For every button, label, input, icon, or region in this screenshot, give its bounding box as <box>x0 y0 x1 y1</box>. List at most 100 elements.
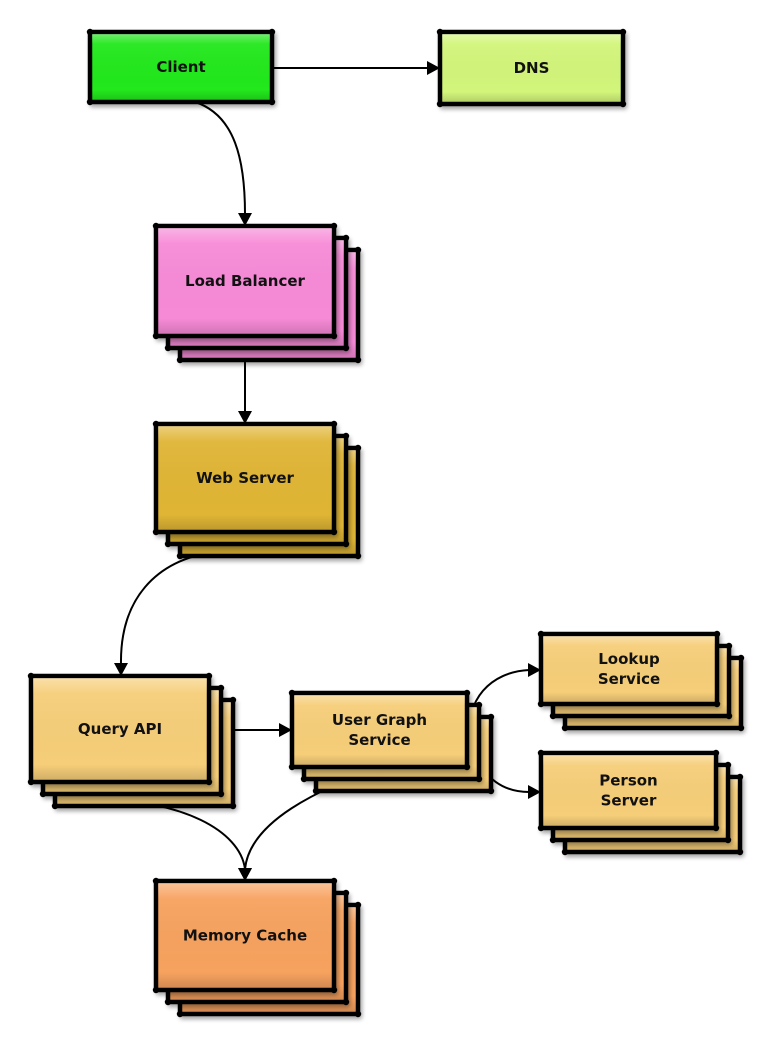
arrowhead-icon <box>238 411 252 424</box>
corner-dot <box>86 98 94 106</box>
edge-query-api-to-user-graph-service <box>233 723 292 737</box>
corner-dot <box>27 672 35 680</box>
corner-dot <box>487 713 495 721</box>
corner-dot <box>39 790 47 798</box>
corner-dot <box>312 787 320 795</box>
corner-dot <box>487 787 495 795</box>
corner-dot <box>712 749 720 757</box>
corner-dot <box>549 712 557 720</box>
node-client[interactable]: Client <box>86 28 276 106</box>
arrowhead-icon <box>238 868 252 881</box>
corner-dot <box>176 1010 184 1018</box>
corner-dot <box>619 28 627 36</box>
corner-dot <box>342 234 350 242</box>
corner-dot <box>436 28 444 36</box>
corner-dot <box>736 773 744 781</box>
corner-dot <box>436 100 444 108</box>
node-memory-cache[interactable]: Memory Cache <box>152 877 362 1018</box>
arrowhead-icon <box>279 723 292 737</box>
node-label: Web Server <box>196 469 294 487</box>
corner-dot <box>549 836 557 844</box>
arrowhead-icon <box>528 663 541 677</box>
corner-dot <box>619 100 627 108</box>
edge-client-to-dns <box>272 61 440 75</box>
card-front-gloss <box>543 755 714 826</box>
corner-dot <box>164 540 172 548</box>
edge-line <box>194 101 246 215</box>
card-front-gloss <box>158 883 332 988</box>
corner-dot <box>724 761 732 769</box>
arrowhead-icon <box>427 61 440 75</box>
node-label: Service <box>348 731 410 749</box>
corner-dot <box>300 775 308 783</box>
corner-dot <box>51 802 59 810</box>
card-front-gloss <box>294 695 465 765</box>
corner-dot <box>342 540 350 548</box>
corner-dot <box>354 552 362 560</box>
edge-client-to-load-balancer <box>194 101 252 226</box>
corner-dot <box>268 28 276 36</box>
node-query-api[interactable]: Query API <box>27 672 237 810</box>
card-front-gloss <box>442 34 621 102</box>
corner-dot <box>713 700 721 708</box>
corner-dot <box>537 824 545 832</box>
card-front-gloss <box>158 228 332 334</box>
corner-dot <box>713 630 721 638</box>
corner-dot <box>725 642 733 650</box>
node-load-balancer[interactable]: Load Balancer <box>152 222 362 364</box>
corner-dot <box>330 986 338 994</box>
corner-dot <box>463 763 471 771</box>
corner-dot <box>288 689 296 697</box>
corner-dot <box>354 1010 362 1018</box>
node-label: Service <box>598 670 660 688</box>
corner-dot <box>152 222 160 230</box>
node-web-server[interactable]: Web Server <box>152 420 362 560</box>
corner-dot <box>205 672 213 680</box>
corner-dot <box>737 724 745 732</box>
corner-dot <box>736 848 744 856</box>
corner-dot <box>354 901 362 909</box>
node-label: Client <box>156 58 205 76</box>
edge-web-server-to-query-api <box>114 551 216 676</box>
corner-dot <box>537 749 545 757</box>
corner-dot <box>342 344 350 352</box>
corner-dot <box>463 689 471 697</box>
corner-dot <box>537 630 545 638</box>
corner-dot <box>342 998 350 1006</box>
corner-dot <box>152 528 160 536</box>
node-label: Load Balancer <box>185 272 306 290</box>
corner-dot <box>537 700 545 708</box>
corner-dot <box>354 356 362 364</box>
corner-dot <box>330 420 338 428</box>
edge-load-balancer-to-web-server <box>238 360 252 424</box>
corner-dot <box>164 344 172 352</box>
corner-dot <box>152 986 160 994</box>
corner-dot <box>176 552 184 560</box>
corner-dot <box>330 332 338 340</box>
node-dns[interactable]: DNS <box>436 28 627 108</box>
arrowhead-icon <box>528 785 541 799</box>
corner-dot <box>176 356 184 364</box>
node-label: Memory Cache <box>183 927 307 945</box>
corner-dot <box>724 836 732 844</box>
corner-dot <box>561 724 569 732</box>
card-front-gloss <box>158 426 332 530</box>
corner-dot <box>475 701 483 709</box>
card-front-gloss <box>92 34 270 100</box>
card-front-gloss <box>543 636 715 702</box>
corner-dot <box>27 778 35 786</box>
corner-dot <box>229 802 237 810</box>
corner-dot <box>725 712 733 720</box>
node-label: DNS <box>514 59 550 77</box>
corner-dot <box>268 98 276 106</box>
corner-dot <box>86 28 94 36</box>
corner-dot <box>217 790 225 798</box>
edge-line <box>99 799 246 870</box>
corner-dot <box>217 684 225 692</box>
node-label: Lookup <box>598 650 660 668</box>
edge-line <box>119 551 216 665</box>
